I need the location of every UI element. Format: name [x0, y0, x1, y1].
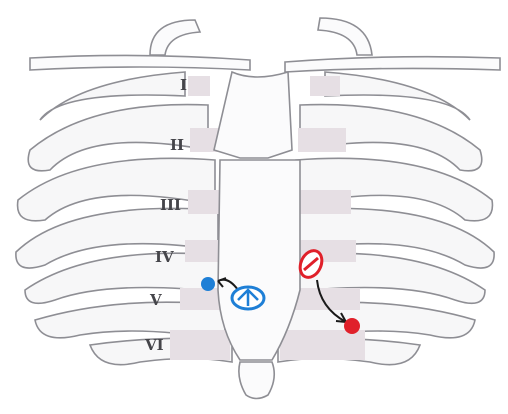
red-dot — [344, 318, 360, 334]
ribs-right — [278, 72, 494, 365]
rib-label-5: V — [149, 291, 162, 309]
rib-label-6: VI — [144, 336, 164, 354]
blue-valve-icon — [232, 287, 264, 309]
clavicle-left — [30, 55, 250, 70]
rib-label-4: IV — [155, 248, 174, 266]
rib-label-1: I — [180, 76, 187, 94]
ribs-left — [16, 72, 232, 365]
first-rib-right — [318, 18, 372, 55]
rib-label-2: II — [170, 136, 184, 154]
xiphoid-process — [239, 362, 274, 399]
rib-label-3: III — [160, 196, 181, 214]
blue-dot — [201, 277, 215, 291]
clavicle-right — [285, 57, 500, 72]
first-rib-left — [150, 20, 200, 55]
